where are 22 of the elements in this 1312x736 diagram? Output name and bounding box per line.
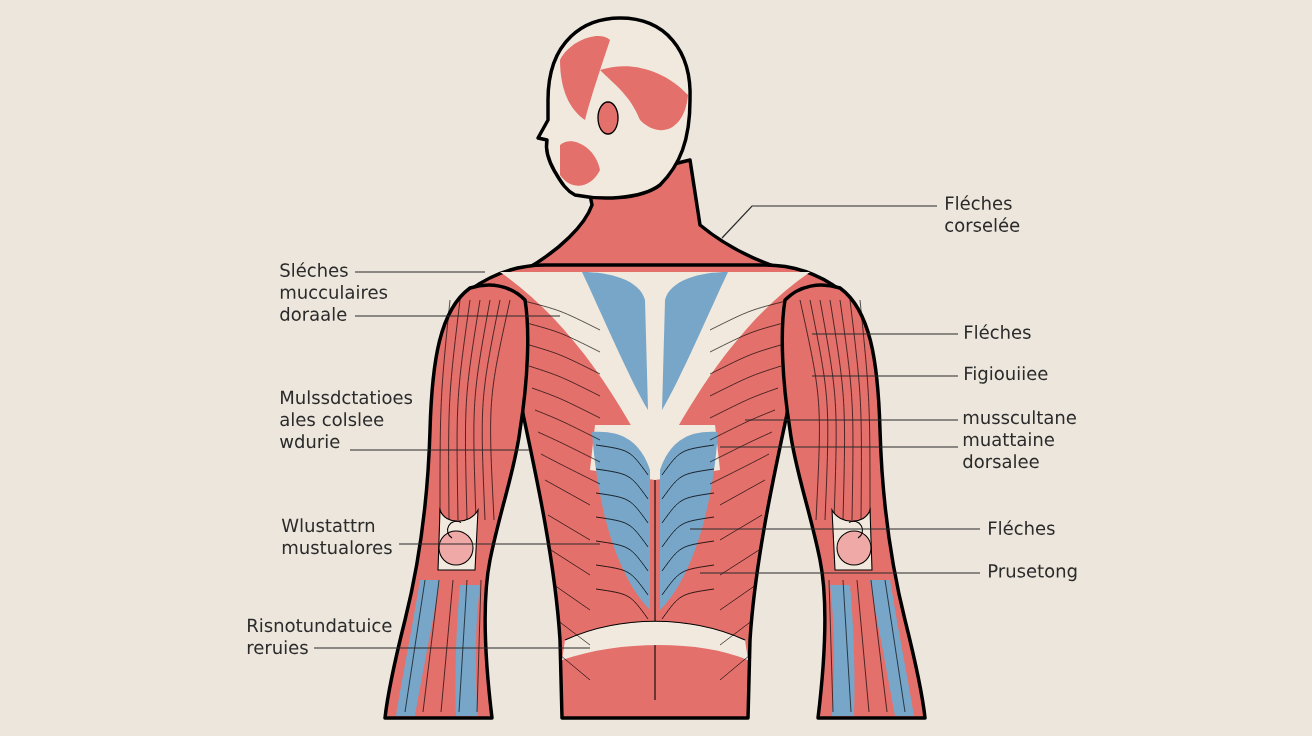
label-text: Risnotundatuice reruies [247, 618, 392, 655]
leader-line [398, 543, 601, 545]
leader-line [354, 271, 486, 273]
leader-line [349, 449, 531, 451]
label-text: Mulssdctatioes ales colslee wdurie [280, 390, 413, 449]
leader-line [313, 647, 591, 649]
label-text: Wlustattrn mustualores [281, 518, 392, 555]
leader-line [721, 205, 938, 239]
leader-line [689, 528, 981, 530]
label-text: Figiouiiee [965, 366, 1048, 384]
leader-line [811, 333, 959, 335]
leader-line [744, 419, 959, 421]
label-text: Fléches [989, 520, 1055, 535]
label-text: musscultane muattaine dorsalee [963, 410, 1076, 469]
label-text: Prusetong [989, 564, 1077, 582]
leader-line [354, 315, 561, 317]
leader-line [719, 446, 959, 448]
leader-line [811, 375, 959, 377]
label-text: Sléches mucculaires doraale [280, 262, 388, 321]
label-text: Fléches [965, 324, 1031, 339]
leader-line [699, 572, 981, 574]
label-text: Fléches corselée [945, 195, 1020, 232]
